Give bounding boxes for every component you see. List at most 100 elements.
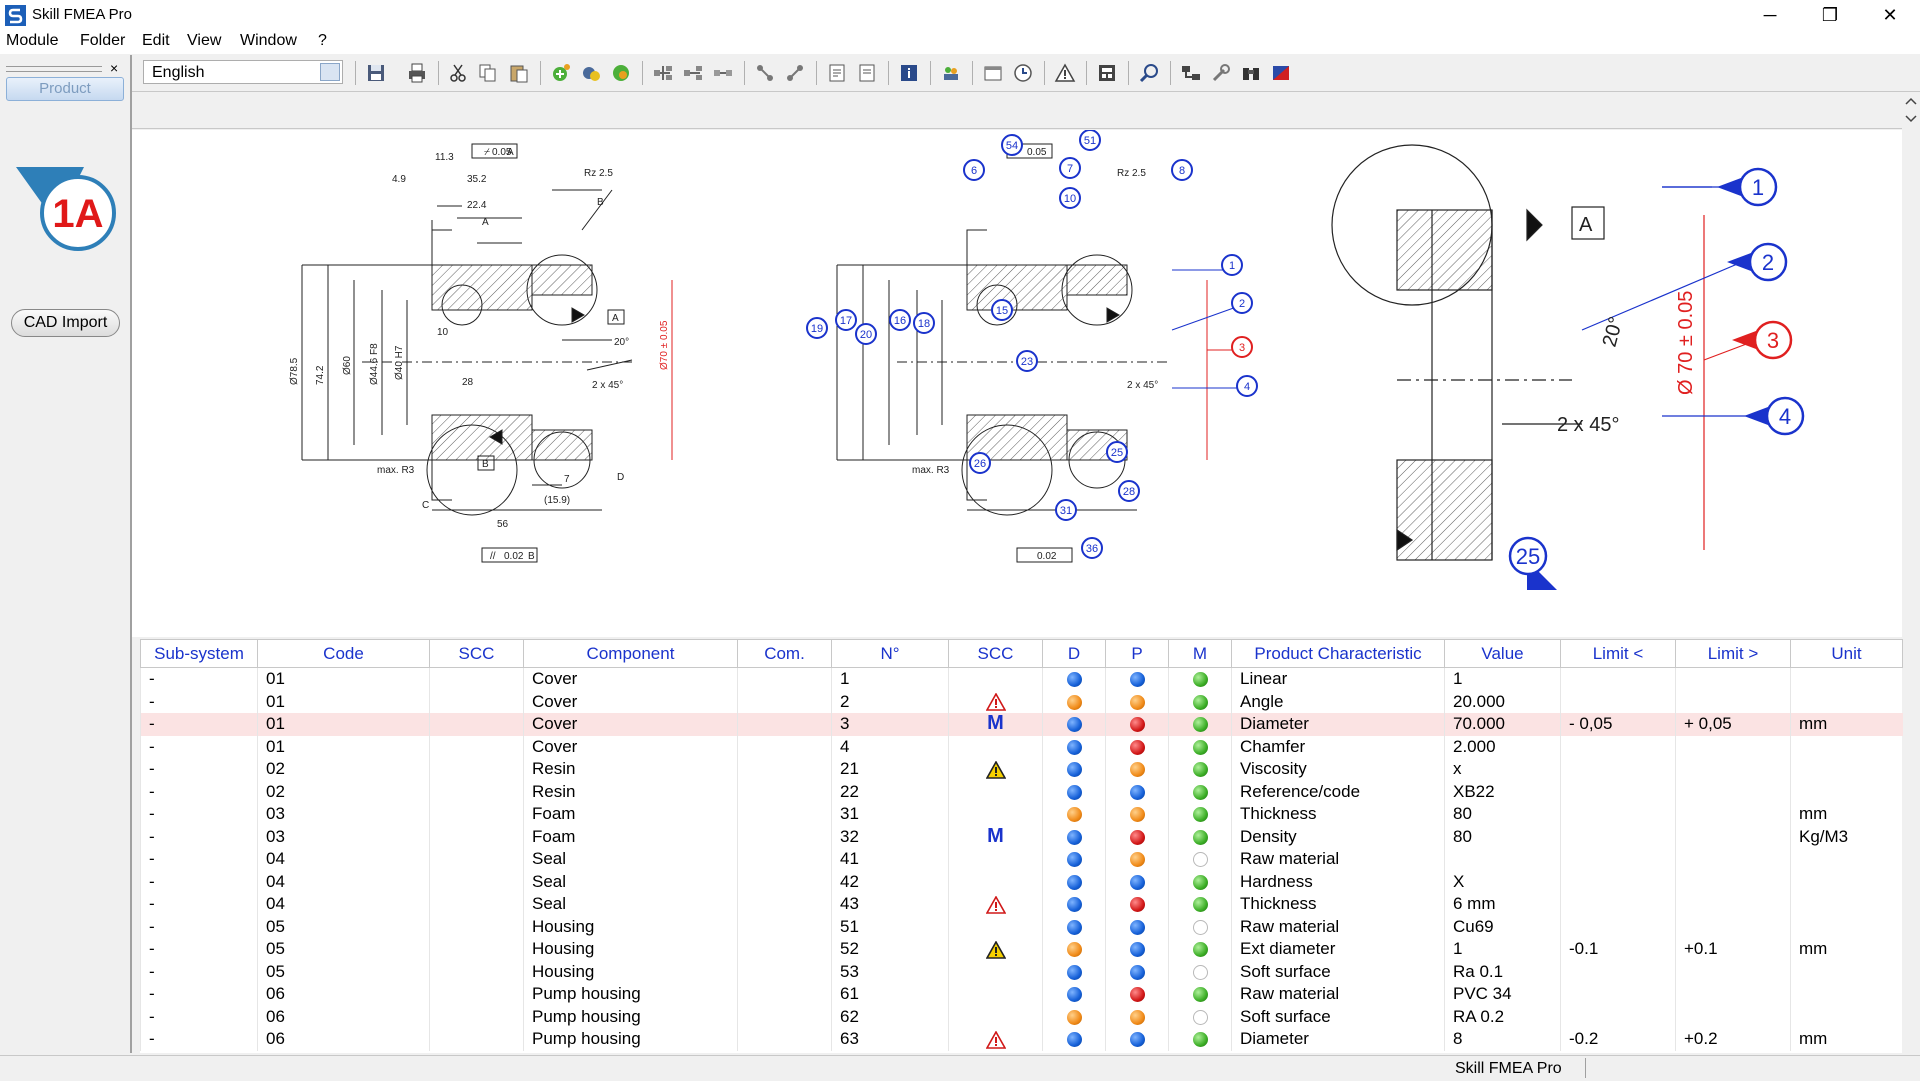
save-icon[interactable] <box>365 62 387 84</box>
search-icon[interactable] <box>1138 62 1160 84</box>
bubble-6[interactable]: 6 <box>963 159 985 181</box>
col-m[interactable]: M <box>1168 639 1232 668</box>
window-settings-icon[interactable] <box>982 62 1004 84</box>
col-code[interactable]: Code <box>257 639 430 668</box>
language-folder-icon[interactable] <box>320 63 340 81</box>
col-component[interactable]: Component <box>523 639 738 668</box>
bubble-20[interactable]: 20 <box>855 323 877 345</box>
bubble-2[interactable]: 2 <box>1231 292 1253 314</box>
language-select[interactable]: English <box>143 60 343 84</box>
document-icon-2[interactable] <box>856 62 878 84</box>
bubble-zoom-1[interactable]: 1 <box>1717 167 1778 207</box>
col-subsystem[interactable]: Sub-system <box>140 639 258 668</box>
bubble-28[interactable]: 28 <box>1118 480 1140 502</box>
menu-edit[interactable]: Edit <box>142 32 170 49</box>
restore-button[interactable]: ❐ <box>1821 4 1839 25</box>
col-unit[interactable]: Unit <box>1790 639 1903 668</box>
bubble-4[interactable]: 4 <box>1236 375 1258 397</box>
close-button[interactable]: ✕ <box>1882 4 1898 25</box>
hierarchy-icon[interactable] <box>1180 62 1202 84</box>
menu-help[interactable]: ? <box>318 32 327 49</box>
bubble-36[interactable]: 36 <box>1081 537 1103 559</box>
export-icon[interactable] <box>1270 62 1292 84</box>
link-node-icon[interactable] <box>580 62 602 84</box>
bubble-zoom-2[interactable]: 2 <box>1727 242 1788 282</box>
refresh-node-icon[interactable] <box>610 62 632 84</box>
menu-folder[interactable]: Folder <box>80 32 126 49</box>
col-scc[interactable]: SCC <box>429 639 524 668</box>
add-node-icon[interactable] <box>550 62 572 84</box>
document-icon-1[interactable] <box>826 62 848 84</box>
col-number[interactable]: N° <box>831 639 949 668</box>
bubble-zoom-25[interactable]: 25 <box>1508 536 1557 590</box>
tree-icon-3[interactable] <box>712 62 734 84</box>
tab-product[interactable]: Product <box>6 77 124 101</box>
paste-icon[interactable] <box>508 62 530 84</box>
copy-icon[interactable] <box>477 62 499 84</box>
col-com[interactable]: Com. <box>737 639 832 668</box>
bubble-15[interactable]: 15 <box>991 299 1013 321</box>
cut-icon[interactable] <box>447 62 469 84</box>
bubble-zoom-3[interactable]: 3 <box>1732 320 1793 360</box>
users-icon[interactable] <box>940 62 962 84</box>
warning-icon[interactable] <box>1054 62 1076 84</box>
info-icon[interactable] <box>898 62 920 84</box>
bubble-17[interactable]: 17 <box>835 309 857 331</box>
bubble-10[interactable]: 10 <box>1059 187 1081 209</box>
col-d[interactable]: D <box>1042 639 1106 668</box>
clock-icon[interactable] <box>1012 62 1034 84</box>
bubble-54[interactable]: 54 <box>1001 134 1023 156</box>
col-limit-min[interactable]: Limit < <box>1560 639 1676 668</box>
bubble-23[interactable]: 23 <box>1016 350 1038 372</box>
calculator-icon[interactable] <box>1096 62 1118 84</box>
bubble-3[interactable]: 3 <box>1231 336 1253 358</box>
col-scc2[interactable]: SCC <box>948 639 1043 668</box>
panel-grip[interactable] <box>6 66 102 72</box>
bubble-26[interactable]: 26 <box>969 452 991 474</box>
bubble-7[interactable]: 7 <box>1059 157 1081 179</box>
menu-module[interactable]: Module <box>6 32 59 49</box>
bubble-8[interactable]: 8 <box>1171 159 1193 181</box>
network-icon-1[interactable] <box>754 62 776 84</box>
menu-view[interactable]: View <box>187 32 222 49</box>
tools-icon[interactable] <box>1210 62 1232 84</box>
tree-icon-2[interactable] <box>682 62 704 84</box>
bubble-16[interactable]: 16 <box>889 309 911 331</box>
cad-import-button[interactable]: CAD Import <box>11 309 120 337</box>
col-characteristic[interactable]: Product Characteristic <box>1231 639 1445 668</box>
col-limit-max[interactable]: Limit > <box>1675 639 1791 668</box>
strip-scroll-arrows[interactable] <box>1902 92 1920 128</box>
bubble-19[interactable]: 19 <box>806 317 828 339</box>
col-p[interactable]: P <box>1105 639 1169 668</box>
col-value[interactable]: Value <box>1444 639 1561 668</box>
bubble-31[interactable]: 31 <box>1055 499 1077 521</box>
bubble-18[interactable]: 18 <box>913 312 935 334</box>
bubble-51[interactable]: 51 <box>1079 129 1101 151</box>
menu-window[interactable]: Window <box>240 32 297 49</box>
binoculars-icon[interactable] <box>1240 62 1262 84</box>
tree-icon-1[interactable] <box>652 62 674 84</box>
network-icon-2[interactable] <box>784 62 806 84</box>
bubble-zoom-4[interactable]: 4 <box>1744 396 1805 436</box>
minimize-button[interactable]: ─ <box>1763 4 1777 25</box>
print-icon[interactable] <box>406 62 428 84</box>
bubble-25[interactable]: 25 <box>1106 441 1128 463</box>
bubble-1[interactable]: 1 <box>1221 254 1243 276</box>
